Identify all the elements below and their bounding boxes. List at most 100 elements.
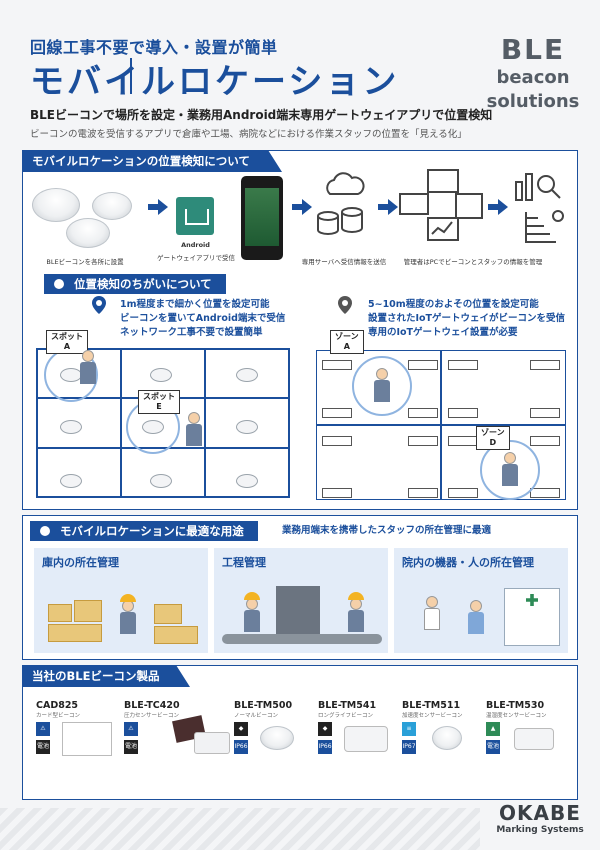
iot-gateway-box (408, 408, 438, 418)
flow-step-3-label: 専用サーバへ受信情報を送信 (301, 258, 387, 266)
product-name: CAD825 (36, 700, 79, 711)
zone-grid (316, 350, 566, 500)
zone-cell (316, 425, 441, 500)
iot-gateway-box (322, 408, 352, 418)
spot-e-label: スポット E (138, 390, 180, 414)
flow-step-4-label: 管理者はPCでビーコンとスタッフの情報を管理 (403, 258, 543, 266)
beacon-marker (236, 420, 258, 434)
zone-a-label: ゾーン A (330, 330, 364, 354)
header: 回線工事不要で導入・設置が簡単 モバイルロケーション BLE beacon so… (0, 0, 600, 150)
grid-cell (205, 398, 289, 448)
cargo-box (48, 604, 72, 622)
spot-e-text: スポット (143, 392, 175, 401)
product-badge: ⚠ (124, 722, 138, 736)
product-badge: IP67 (402, 740, 416, 754)
pc-management-icon (399, 169, 483, 241)
product-ble-tm541: BLE-TM541 ロングライフビーコン ◆ IP66 (318, 700, 388, 754)
product-badge: ▲ (486, 722, 500, 736)
beacon-marker (60, 420, 82, 434)
logo-solutions-text: solutions (486, 91, 580, 112)
iot-gateway-box (408, 436, 438, 446)
product-badge: 電池 (124, 740, 138, 754)
beacon-image (92, 192, 132, 220)
product-badge: IP66 (234, 740, 248, 754)
iot-gateway-box (448, 360, 478, 370)
iot-gateway-box (322, 436, 352, 446)
staff-person-icon (80, 350, 96, 384)
analytics-icon (515, 173, 564, 243)
worker-icon (244, 592, 260, 632)
title-divider (130, 58, 132, 94)
iot-gateway-box (530, 436, 560, 446)
zone-signal-ring (480, 440, 540, 500)
page-title: モバイルロケーション (30, 62, 400, 102)
location-pin-icon (338, 296, 352, 314)
iot-gateway-box (322, 360, 352, 370)
beacon-image (344, 726, 388, 752)
product-badge: ≡ (402, 722, 416, 736)
beacon-marker (142, 420, 164, 434)
sensor-beacon-image (194, 732, 230, 754)
product-badge: IP66 (318, 740, 332, 754)
uses-section-title: モバイルロケーションに最適な用途 (30, 521, 258, 541)
flow-app-title: Android (181, 241, 210, 249)
products-section-title: 当社のBLEビーコン製品 (22, 665, 190, 687)
product-ble-tm530: BLE-TM530 温湿度センサービーコン ▲ 電池 (486, 700, 554, 754)
beacon-marker (150, 474, 172, 488)
footer-stripe (0, 808, 480, 850)
product-subtitle: 圧力センサービーコン (124, 713, 180, 719)
flow-step-1-label: BLEビーコンを各所に設置 (46, 258, 124, 266)
product-name: BLE-TM541 (318, 700, 377, 711)
spot-a-text: スポット (51, 332, 83, 341)
zone-cell (441, 350, 566, 425)
use-card-process: 工程管理 (214, 548, 388, 653)
spot-e-id: E (156, 402, 162, 411)
zone-signal-ring (352, 356, 412, 416)
spot-method-line-1: 1m程度まで細かく位置を設定可能 (120, 299, 270, 310)
product-subtitle: 温湿度センサービーコン (486, 713, 547, 719)
beacon-marker (150, 368, 172, 382)
zone-d-id: D (489, 438, 497, 447)
staff-person-icon (502, 452, 518, 486)
product-name: BLE-TM500 (234, 700, 293, 711)
beacon-image (32, 188, 80, 222)
spot-method-line-2: ビーコンを置いてAndroid端末で受信 (120, 313, 286, 324)
grid-cell (205, 349, 289, 399)
use-card-title: 庫内の所在管理 (42, 556, 119, 569)
iot-gateway-box (448, 408, 478, 418)
location-pin-icon (92, 296, 106, 314)
flow-arrow-icon (148, 199, 168, 215)
spot-method-description: 1m程度まで細かく位置を設定可能 ビーコンを置いてAndroid端末で受信 ネッ… (120, 298, 285, 340)
product-ble-tm500: BLE-TM500 ノーマルビーコン ◆ IP66 (234, 700, 294, 754)
cargo-box (154, 604, 182, 624)
product-ble-tm511: BLE-TM511 加速度センサービーコン ≡ IP67 (402, 700, 463, 754)
description: ビーコンの電波を受信するアプリで倉庫や工場、病院などにおける作業スタッフの位置を… (30, 129, 467, 140)
uses-note: 業務用端末を携帯したスタッフの所在管理に最適 (282, 525, 492, 536)
beacon-marker (60, 474, 82, 488)
iot-gateway-box (408, 488, 438, 498)
product-subtitle: 加速度センサービーコン (402, 713, 463, 719)
iot-gateway-box (408, 360, 438, 370)
product-ble-tc420: BLE-TC420 圧力センサービーコン ⚠ 電池 (124, 700, 230, 754)
worker-icon (120, 594, 136, 634)
flow-arrow-icon (378, 199, 398, 215)
product-subtitle: ノーマルビーコン (234, 713, 279, 719)
product-badge: 電池 (36, 740, 50, 754)
flow-arrow-icon (292, 199, 312, 215)
grid-cell (205, 447, 289, 497)
beacon-image (260, 726, 294, 750)
zone-method-description: 5~10m程度のおよその位置を設定可能 設置されたIoTゲートウェイがビーコンを… (368, 298, 565, 340)
header-subtitle: 回線工事不要で導入・設置が簡単 (30, 38, 278, 57)
flow-step-2-label: ゲートウェイアプリで受信 (157, 254, 235, 262)
zone-cell (316, 350, 441, 425)
zone-d-text: ゾーン (481, 428, 505, 437)
product-subtitle: ロングライフビーコン (318, 713, 374, 719)
product-subtitle: カード型ビーコン (36, 713, 81, 719)
worker-icon (348, 592, 364, 632)
grid-cell (121, 447, 205, 497)
tagline: BLEビーコンで場所を設定・業務用Android端末専用ゲートウェイアプリで位置… (30, 108, 493, 122)
cargo-box (48, 624, 102, 642)
product-badge: 電池 (486, 740, 500, 754)
server-cloud-icon (317, 172, 365, 235)
beacon-image (514, 728, 554, 750)
